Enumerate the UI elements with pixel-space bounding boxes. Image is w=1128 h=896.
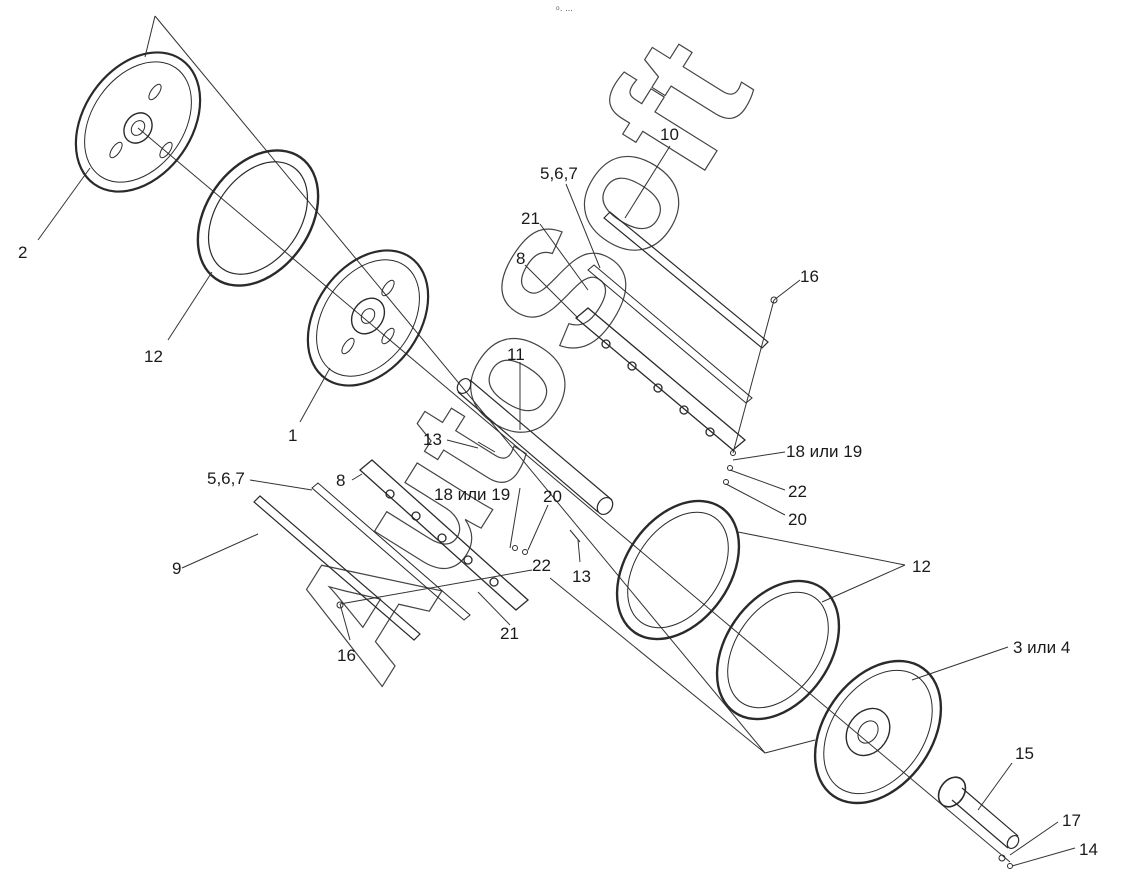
callout-13-bottom: 13 — [572, 567, 591, 586]
callout-20-mid: 20 — [543, 487, 562, 506]
disk-part-3-or-4 — [813, 659, 943, 805]
callout-18-or-19-right: 18 или 19 — [786, 442, 862, 461]
ring-part-12-left — [196, 149, 320, 287]
bracket-part-8-top — [574, 307, 747, 451]
callout-21-top: 21 — [521, 209, 540, 228]
callout-8-left: 8 — [336, 471, 345, 490]
callout-21-bottom: 21 — [500, 624, 519, 643]
callout-22-right: 22 — [788, 482, 807, 501]
top-marker: ⁰· ∙∙∙ — [556, 5, 573, 15]
disk-part-1 — [306, 249, 430, 387]
callout-1: 1 — [288, 426, 297, 445]
ring-part-12-right-b — [715, 579, 841, 721]
callout-22-mid: 22 — [532, 556, 551, 575]
callout-3-or-4: 3 или 4 — [1013, 638, 1070, 657]
leader-lines — [37, 145, 1076, 867]
callout-12-right: 12 — [912, 557, 931, 576]
small-hardware — [336, 296, 1013, 869]
callout-2: 2 — [18, 243, 27, 262]
callout-12-left: 12 — [144, 347, 163, 366]
callout-labels: 1 2 3 или 4 5,6,7 5,6,7 8 8 9 10 11 12 1… — [18, 125, 1098, 859]
callout-5-6-7-left: 5,6,7 — [207, 469, 245, 488]
bar-part-9 — [253, 495, 421, 641]
strip-part-5-6-7-top — [587, 264, 753, 404]
bar-part-10 — [603, 211, 769, 349]
bracket-part-8-left — [359, 459, 529, 611]
ring-part-12-right-a — [615, 499, 741, 641]
callout-14: 14 — [1079, 840, 1098, 859]
callout-11: 11 — [507, 345, 525, 364]
assembly-frame-lines — [137, 15, 1011, 863]
disk-part-2 — [74, 51, 202, 193]
stub-shaft-part-15 — [937, 776, 1020, 850]
shaft-part-11 — [456, 377, 614, 515]
callout-13-top: 13 — [423, 430, 442, 449]
strip-part-5-6-7-left — [311, 482, 471, 621]
callout-5-6-7-top: 5,6,7 — [540, 164, 578, 183]
callout-10: 10 — [660, 125, 679, 144]
callout-20-right: 20 — [788, 510, 807, 529]
callout-9: 9 — [172, 559, 181, 578]
callout-17: 17 — [1062, 811, 1081, 830]
callout-18-or-19-mid: 18 или 19 — [434, 485, 510, 504]
callout-15: 15 — [1015, 744, 1034, 763]
callout-8-top: 8 — [516, 249, 525, 268]
callout-16-bottom: 16 — [337, 646, 356, 665]
callout-16-top: 16 — [800, 267, 819, 286]
